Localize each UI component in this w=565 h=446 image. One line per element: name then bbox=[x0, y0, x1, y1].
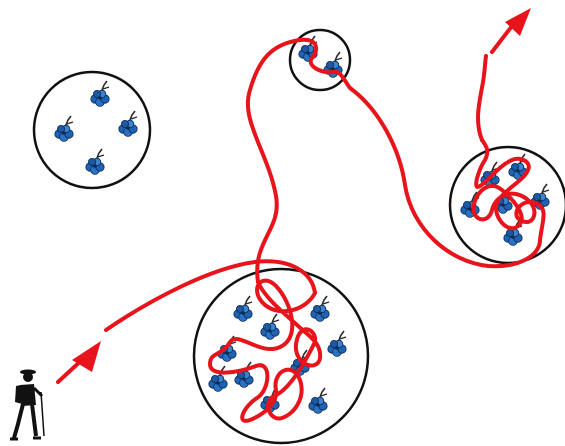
blue-flower-icon bbox=[90, 80, 110, 108]
end-arrow-icon bbox=[505, 8, 531, 36]
blue-flower-icon bbox=[234, 361, 254, 389]
foraging-path bbox=[56, 24, 546, 423]
path-exit bbox=[476, 54, 488, 142]
patch-1-outline bbox=[32, 70, 152, 190]
patch-2-outline bbox=[288, 28, 352, 92]
flower-patch-2 bbox=[288, 28, 352, 92]
path-loops-patch-3 bbox=[471, 138, 546, 242]
blue-flower-icon bbox=[53, 115, 74, 143]
path-to-patch-3 bbox=[348, 86, 542, 269]
blue-flower-icon bbox=[309, 295, 331, 323]
hiker-icon bbox=[10, 369, 45, 441]
blue-flower-icon bbox=[233, 295, 253, 323]
path-loops-patch-4 bbox=[208, 278, 323, 423]
flower-patch-4 bbox=[192, 267, 370, 445]
path-end-arrow-line bbox=[490, 24, 514, 54]
blue-flower-icon bbox=[118, 110, 138, 138]
start-arrow-icon bbox=[72, 341, 101, 372]
path-to-patch-4 bbox=[104, 259, 317, 332]
blue-flower-icon bbox=[326, 330, 348, 358]
path-to-patch-2 bbox=[245, 37, 352, 284]
blue-flower-icon bbox=[259, 313, 281, 341]
patch-3-outline bbox=[448, 145, 565, 265]
flower-patch-3 bbox=[448, 145, 565, 265]
flower-patch-1 bbox=[32, 70, 152, 190]
patch-4-outline bbox=[192, 267, 370, 445]
blue-flower-icon bbox=[85, 148, 105, 176]
blue-flower-icon bbox=[307, 387, 329, 415]
